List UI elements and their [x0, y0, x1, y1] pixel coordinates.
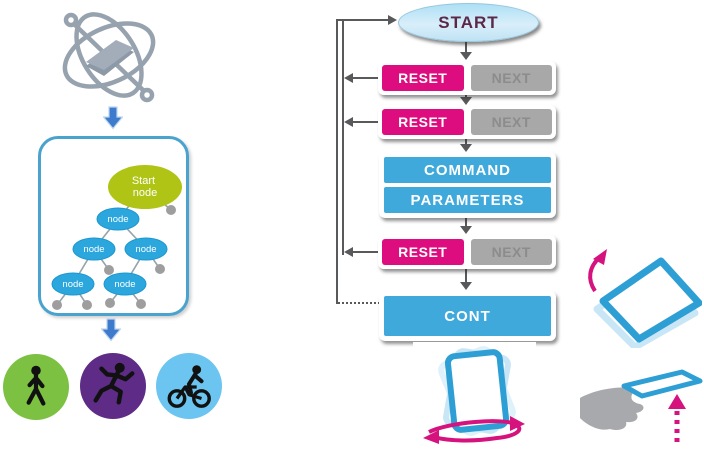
reset-button-3[interactable]: RESET [382, 239, 464, 265]
tree-root-label: Start node [132, 175, 158, 199]
reset-button-2[interactable]: RESET [382, 109, 464, 135]
tilt-gesture-card [583, 243, 703, 351]
tilt-tablet-icon [588, 249, 703, 351]
svg-text:node: node [135, 244, 156, 255]
reset1-return-line [352, 77, 379, 79]
flow-down-4-head [460, 226, 472, 234]
start-button[interactable]: START [398, 3, 539, 42]
down-arrow-icon [101, 318, 121, 342]
next-button-3[interactable]: NEXT [470, 239, 552, 265]
lift-tablet-icon [580, 369, 703, 442]
next-button-1[interactable]: NEXT [470, 65, 552, 91]
flow-down-5-head [460, 282, 472, 290]
flow-down-2 [465, 94, 467, 99]
shake-gesture-card [413, 342, 536, 451]
command-parameters-block: COMMAND PARAMETERS [379, 152, 556, 218]
next-button-2[interactable]: NEXT [470, 109, 552, 135]
reset-button-1[interactable]: RESET [382, 65, 464, 91]
hand-shape [580, 387, 644, 431]
flow-down-3-head [460, 144, 472, 152]
lift-gesture-card [580, 352, 704, 451]
loop-line-top [336, 19, 388, 21]
activity-strip [2, 343, 232, 430]
flow-down-1 [465, 39, 467, 53]
running-icon [93, 362, 135, 405]
down-arrow-icon [103, 106, 123, 130]
flow-down-5 [465, 269, 467, 283]
decision-tree-card: Start node node node node node node [38, 136, 189, 316]
cont-loop-dotted [338, 302, 380, 304]
walking-activity [3, 354, 69, 420]
flow-down-3 [465, 139, 467, 146]
reset-next-row-2: RESET NEXT [378, 105, 556, 139]
gyroscope-icon [62, 12, 156, 103]
walking-icon [26, 365, 46, 406]
svg-text:node: node [107, 214, 128, 225]
loop-line-outer [336, 19, 338, 304]
flow-down-4 [465, 218, 467, 228]
tree-nodes [51, 207, 168, 296]
running-activity [80, 353, 146, 419]
reset2-return-arrowhead [344, 117, 353, 127]
arrowhead-into-start [388, 15, 397, 25]
svg-text:node: node [62, 279, 83, 290]
flow-down-1-head [460, 52, 472, 60]
cycling-icon [167, 365, 211, 408]
svg-text:node: node [83, 244, 104, 255]
cont-block: CONT [379, 291, 556, 341]
shake-tablet-icon [423, 346, 525, 444]
reset2-return-line [352, 121, 379, 123]
reset3-return-line [352, 251, 379, 253]
parameters-button[interactable]: PARAMETERS [384, 187, 551, 213]
reset1-return-arrowhead [344, 73, 353, 83]
svg-text:node: node [114, 279, 135, 290]
command-button[interactable]: COMMAND [384, 157, 551, 183]
cycling-activity [156, 353, 222, 419]
reset-next-row-3: RESET NEXT [378, 235, 556, 269]
tree-root-node [108, 165, 182, 209]
flow-down-2-head [460, 97, 472, 105]
tree-node-labels: node node node node node [62, 214, 156, 290]
reset3-return-arrowhead [344, 247, 353, 257]
decision-tree-graphic: Start node node node node node node [51, 165, 182, 310]
reset-next-row-1: RESET NEXT [378, 61, 556, 95]
cont-button[interactable]: CONT [384, 296, 551, 336]
loop-line-inner [342, 19, 344, 255]
